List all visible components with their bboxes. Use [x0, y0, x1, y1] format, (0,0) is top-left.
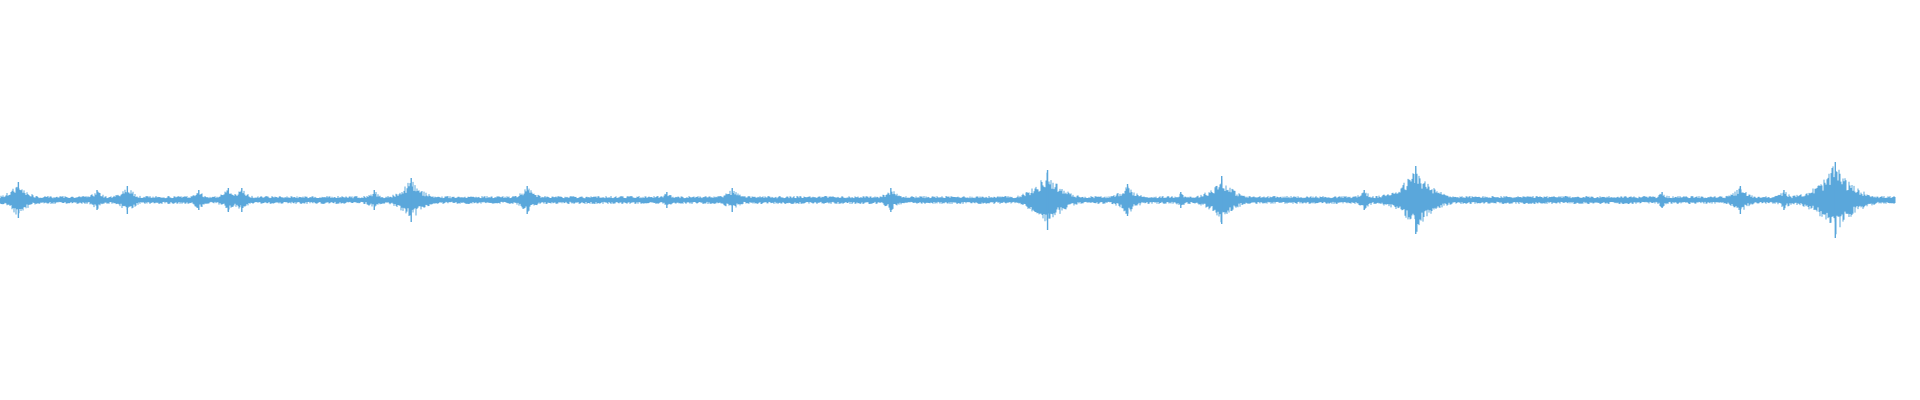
waveform-samples	[0, 166, 1896, 235]
waveform-peaks	[17, 162, 1837, 238]
waveform-sample-strokes	[0, 166, 1896, 235]
